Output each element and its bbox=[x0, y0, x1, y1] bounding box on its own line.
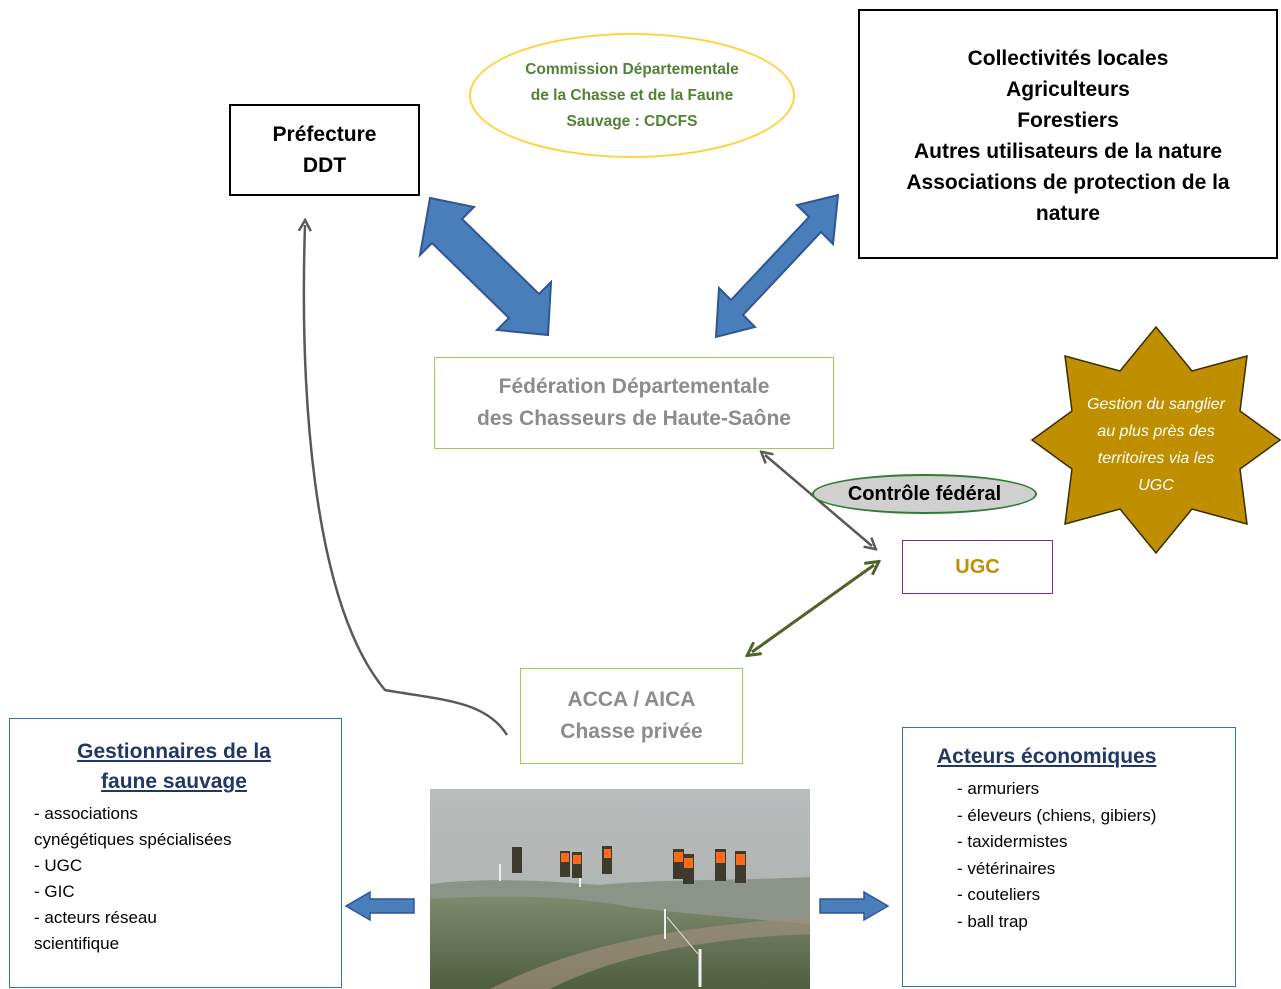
controle-federal-ellipse: Contrôle fédéral bbox=[812, 474, 1037, 514]
acteurs-title: Acteurs économiques bbox=[937, 745, 1157, 768]
right-arrow bbox=[819, 890, 890, 922]
forestiers-line: Forestiers bbox=[1017, 109, 1119, 132]
agriculteurs-line: Agriculteurs bbox=[1006, 78, 1130, 101]
autres-utilisateurs-line: Autres utilisateurs de la nature bbox=[913, 140, 1223, 163]
cdcfs-ellipse: Commission Départementale de la Chasse e… bbox=[469, 33, 795, 158]
acca-prefecture-arrow bbox=[304, 225, 509, 736]
list-item: - associations bbox=[34, 804, 138, 823]
federation-box: Fédération Départementale des Chasseurs … bbox=[434, 357, 834, 449]
collectivites-federation-arrow bbox=[714, 193, 840, 339]
acteurs-box: Acteurs économiques - armuriers - éleveu… bbox=[902, 727, 1236, 987]
acca-ugc-arrow bbox=[752, 565, 874, 652]
gestionnaires-box: Gestionnaires de la faune sauvage - asso… bbox=[9, 718, 342, 988]
acca-box: ACCA / AICA Chasse privée bbox=[520, 668, 743, 764]
federation-line1: Fédération Départementale bbox=[498, 375, 770, 398]
star-line1: Gestion du sanglier bbox=[1087, 396, 1225, 413]
list-item: - ball trap bbox=[957, 911, 1028, 931]
list-item: - taxidermistes bbox=[957, 832, 1068, 851]
list-item: - GIC bbox=[34, 882, 75, 901]
associations-line: Associations de protection de la bbox=[906, 171, 1230, 194]
prefecture-federation-arrow bbox=[418, 196, 553, 337]
cdcfs-line3: Sauvage : CDCFS bbox=[566, 112, 698, 130]
list-item: - éleveurs (chiens, gibiers) bbox=[957, 805, 1157, 825]
left-arrow bbox=[344, 890, 415, 922]
list-item: - acteurs réseau bbox=[34, 908, 157, 927]
list-item: - armuriers bbox=[957, 779, 1040, 798]
gestionnaires-title: Gestionnaires de la faune sauvage bbox=[34, 737, 314, 797]
nature-line: nature bbox=[1035, 202, 1101, 225]
hunters-photo bbox=[430, 789, 810, 989]
list-item: - vétérinaires bbox=[957, 858, 1056, 878]
collectivites-line: Collectivités locales bbox=[967, 47, 1169, 70]
prefecture-box: Préfecture DDT bbox=[229, 104, 420, 196]
star-line3: territoires via les bbox=[1097, 450, 1215, 467]
list-item: cynégétiques spécialisées bbox=[34, 830, 232, 849]
list-item: - UGC bbox=[34, 856, 83, 875]
ugc-box: UGC bbox=[902, 540, 1053, 594]
acca-line1: ACCA / AICA bbox=[567, 688, 696, 711]
gestionnaires-title-line2: faune sauvage bbox=[101, 770, 247, 793]
star-shape bbox=[1030, 325, 1281, 555]
star-line2: au plus près des bbox=[1097, 423, 1215, 440]
star-text: Gestion du sanglier au plus près des ter… bbox=[1066, 380, 1246, 510]
list-item: scientifique bbox=[34, 934, 120, 953]
cdcfs-line2: de la Chasse et de la Faune bbox=[530, 86, 734, 104]
list-item: - couteliers bbox=[957, 885, 1041, 904]
ddt-label: DDT bbox=[302, 154, 347, 177]
collectivites-box: Collectivités locales Agriculteurs Fores… bbox=[858, 9, 1278, 259]
ugc-label: UGC bbox=[955, 555, 1000, 578]
acca-line2: Chasse privée bbox=[560, 720, 703, 743]
star-line4: UGC bbox=[1138, 477, 1174, 494]
cdcfs-line1: Commission Départementale bbox=[525, 60, 739, 78]
controle-federal-label: Contrôle fédéral bbox=[847, 482, 1002, 505]
gestionnaires-title-line1: Gestionnaires de la bbox=[77, 740, 271, 763]
prefecture-label: Préfecture bbox=[272, 123, 377, 146]
federation-line2: des Chasseurs de Haute-Saône bbox=[477, 407, 791, 430]
